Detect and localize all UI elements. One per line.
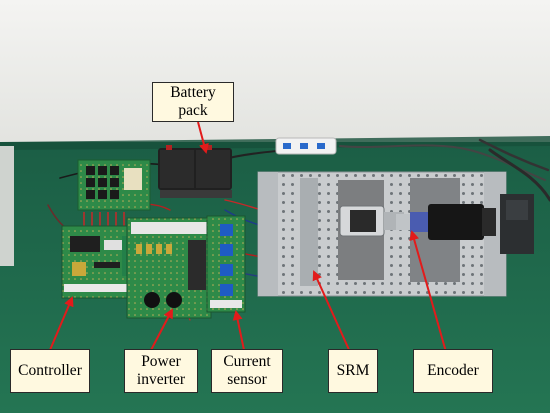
pointer-arrows xyxy=(49,121,447,353)
srm-arrow xyxy=(312,270,351,353)
power-inverter-label: Power inverter xyxy=(124,349,198,393)
battery-pack xyxy=(158,145,232,198)
battery-arrow xyxy=(197,121,209,154)
encoder-label: Encoder xyxy=(413,349,493,393)
ribbon-wires xyxy=(83,212,125,226)
current-sensor-board xyxy=(206,215,246,313)
keypad-board xyxy=(77,159,151,211)
power-inverter-board xyxy=(126,217,212,319)
controller-arrow xyxy=(49,296,74,351)
load-motor xyxy=(428,194,534,254)
power-strip xyxy=(275,137,337,155)
inverter-arrow xyxy=(149,308,173,353)
current-sensor-label: Current sensor xyxy=(211,349,283,393)
current-sensor-arrow xyxy=(232,310,245,351)
encoder-coupling xyxy=(396,212,428,232)
controller-label: Controller xyxy=(10,349,90,393)
encoder-arrow xyxy=(409,230,447,353)
wall xyxy=(0,0,550,148)
srm-label: SRM xyxy=(328,349,378,393)
battery-pack-label: Battery pack xyxy=(152,82,234,122)
